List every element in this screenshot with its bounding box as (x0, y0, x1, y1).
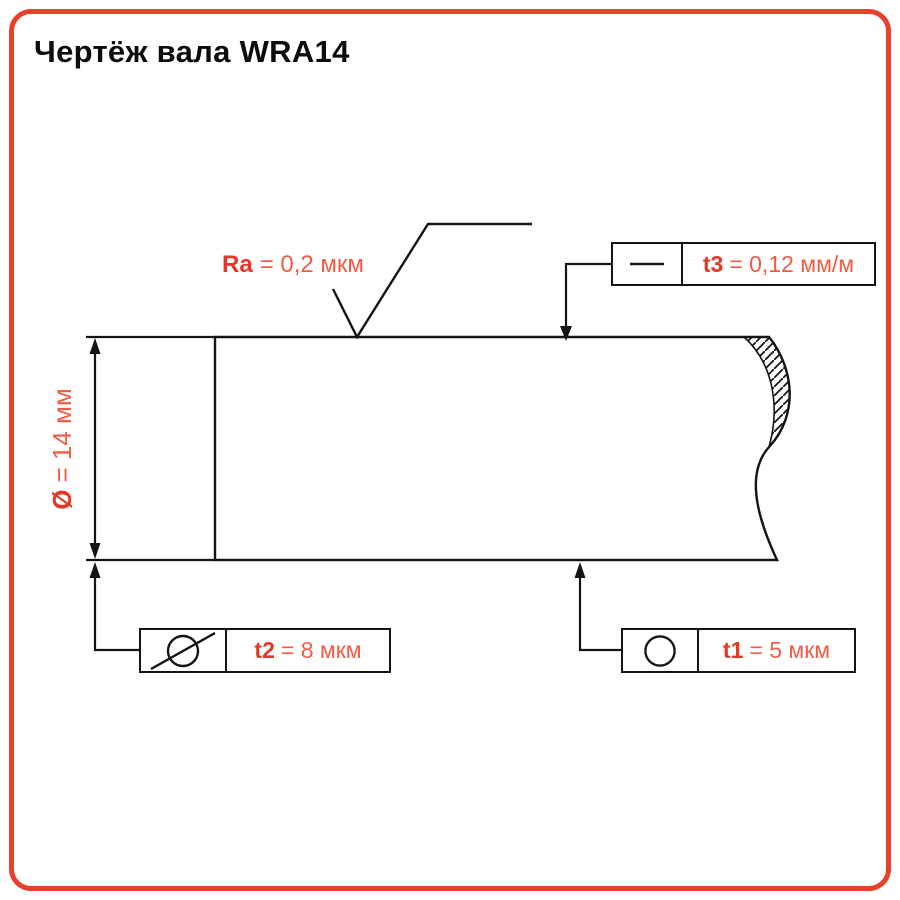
roundness-icon (623, 630, 699, 671)
t3-arrowhead (560, 326, 572, 341)
roughness-key: Ra (222, 251, 253, 278)
t2-arrowhead (89, 562, 101, 578)
t3-tolerance-text: t3= 0,12 мм/м (683, 244, 874, 284)
t1-tolerance-text: t1= 5 мкм (699, 630, 854, 671)
t2-leader-line (89, 562, 139, 652)
t3-leader-line (560, 262, 612, 341)
t3-tolerance-frame: t3= 0,12 мм/м (611, 242, 876, 286)
t3-key: t3 (702, 250, 724, 277)
straightness-icon (613, 244, 683, 284)
diameter-key: Ø (47, 489, 77, 510)
t2-value: = 8 мкм (280, 637, 362, 663)
roughness-value: = 0,2 мкм (259, 251, 364, 278)
t1-key: t1 (722, 637, 744, 663)
t2-tolerance-frame: t2= 8 мкм (139, 628, 391, 673)
total-runout-icon (141, 630, 227, 671)
diameter-label: Ø = 14 мм (47, 329, 79, 569)
roughness-label: Ra= 0,2 мкм (222, 251, 364, 279)
t1-leader-line (574, 562, 621, 652)
t1-arrowhead (574, 562, 586, 578)
t3-value: = 0,12 мм/м (729, 250, 855, 277)
page-title: Чертёж вала WRA14 (34, 34, 350, 69)
diameter-value: = 14 мм (47, 388, 77, 483)
shaft-body (213, 335, 791, 562)
t1-tolerance-frame: t1= 5 мкм (621, 628, 856, 673)
diameter-dimension (86, 335, 214, 562)
roughness-symbol (331, 222, 532, 340)
t2-key: t2 (254, 637, 275, 663)
t2-tolerance-text: t2= 8 мкм (227, 630, 389, 671)
t1-value: = 5 мкм (749, 637, 831, 663)
break-hatching (741, 336, 791, 448)
